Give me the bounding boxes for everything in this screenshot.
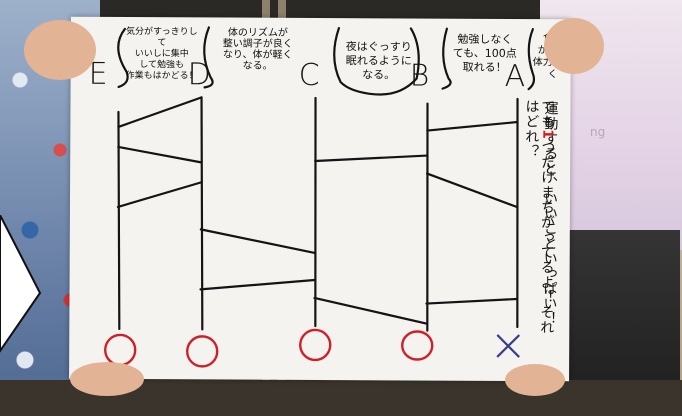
bubble-text-c: 夜はぐっすり 眠れるように なる。 <box>345 40 412 82</box>
poster-drawing <box>104 26 536 368</box>
rung <box>426 172 519 209</box>
hand-bottom-left <box>70 362 144 396</box>
hand-top-left <box>24 20 96 80</box>
amidakuji-poster: E D C B A 気分がすっきりして いいしに集中 して勉強も 作業もはかどる… <box>69 16 573 382</box>
highlight-number: 1 <box>539 129 556 140</box>
rung <box>426 120 519 132</box>
rung <box>116 181 203 209</box>
circle-mark-e <box>104 333 137 367</box>
question-line-2: でも1つだけまちがってるよ！それはどれ？ <box>522 99 555 349</box>
ladder-line-c <box>314 96 317 328</box>
bubble-text-d: 体のリズムが 整い調子が良く なり、体が軽く なる。 <box>222 27 293 72</box>
ladder-line-e <box>117 110 121 331</box>
rung <box>425 297 518 305</box>
circle-mark-c <box>299 328 332 362</box>
question-prefix: でも <box>539 99 556 130</box>
rung <box>313 296 428 325</box>
rung <box>117 145 203 164</box>
circle-mark-d <box>186 335 219 368</box>
bubble-outline-c <box>333 26 420 96</box>
bubble-outline-a <box>527 28 536 91</box>
circle-mark-b <box>401 330 434 361</box>
bubble-text-b: 勉強しなく ても、100点 取れる！ <box>452 32 517 74</box>
hand-bottom-right <box>505 364 565 396</box>
rung <box>117 96 203 129</box>
ladder-line-d <box>200 96 204 331</box>
rung <box>199 278 316 291</box>
rung <box>199 228 316 255</box>
speech-bubble-pointer <box>0 215 42 353</box>
answer-marks <box>104 328 434 368</box>
bubble-outline-d <box>203 26 214 89</box>
ladder-line-a <box>516 97 519 329</box>
bubble-text-e: 気分がすっきりして いいしに集中 して勉強も 作業もはかどる！ <box>125 26 198 82</box>
cross-mark-a <box>496 334 521 358</box>
bubble-outline-e <box>117 27 129 89</box>
bubble-outline-b <box>441 27 452 90</box>
shirt-logo: ng <box>590 125 606 139</box>
ladder-line-b <box>426 102 429 332</box>
hand-top-right <box>544 18 604 74</box>
rung <box>314 154 429 163</box>
